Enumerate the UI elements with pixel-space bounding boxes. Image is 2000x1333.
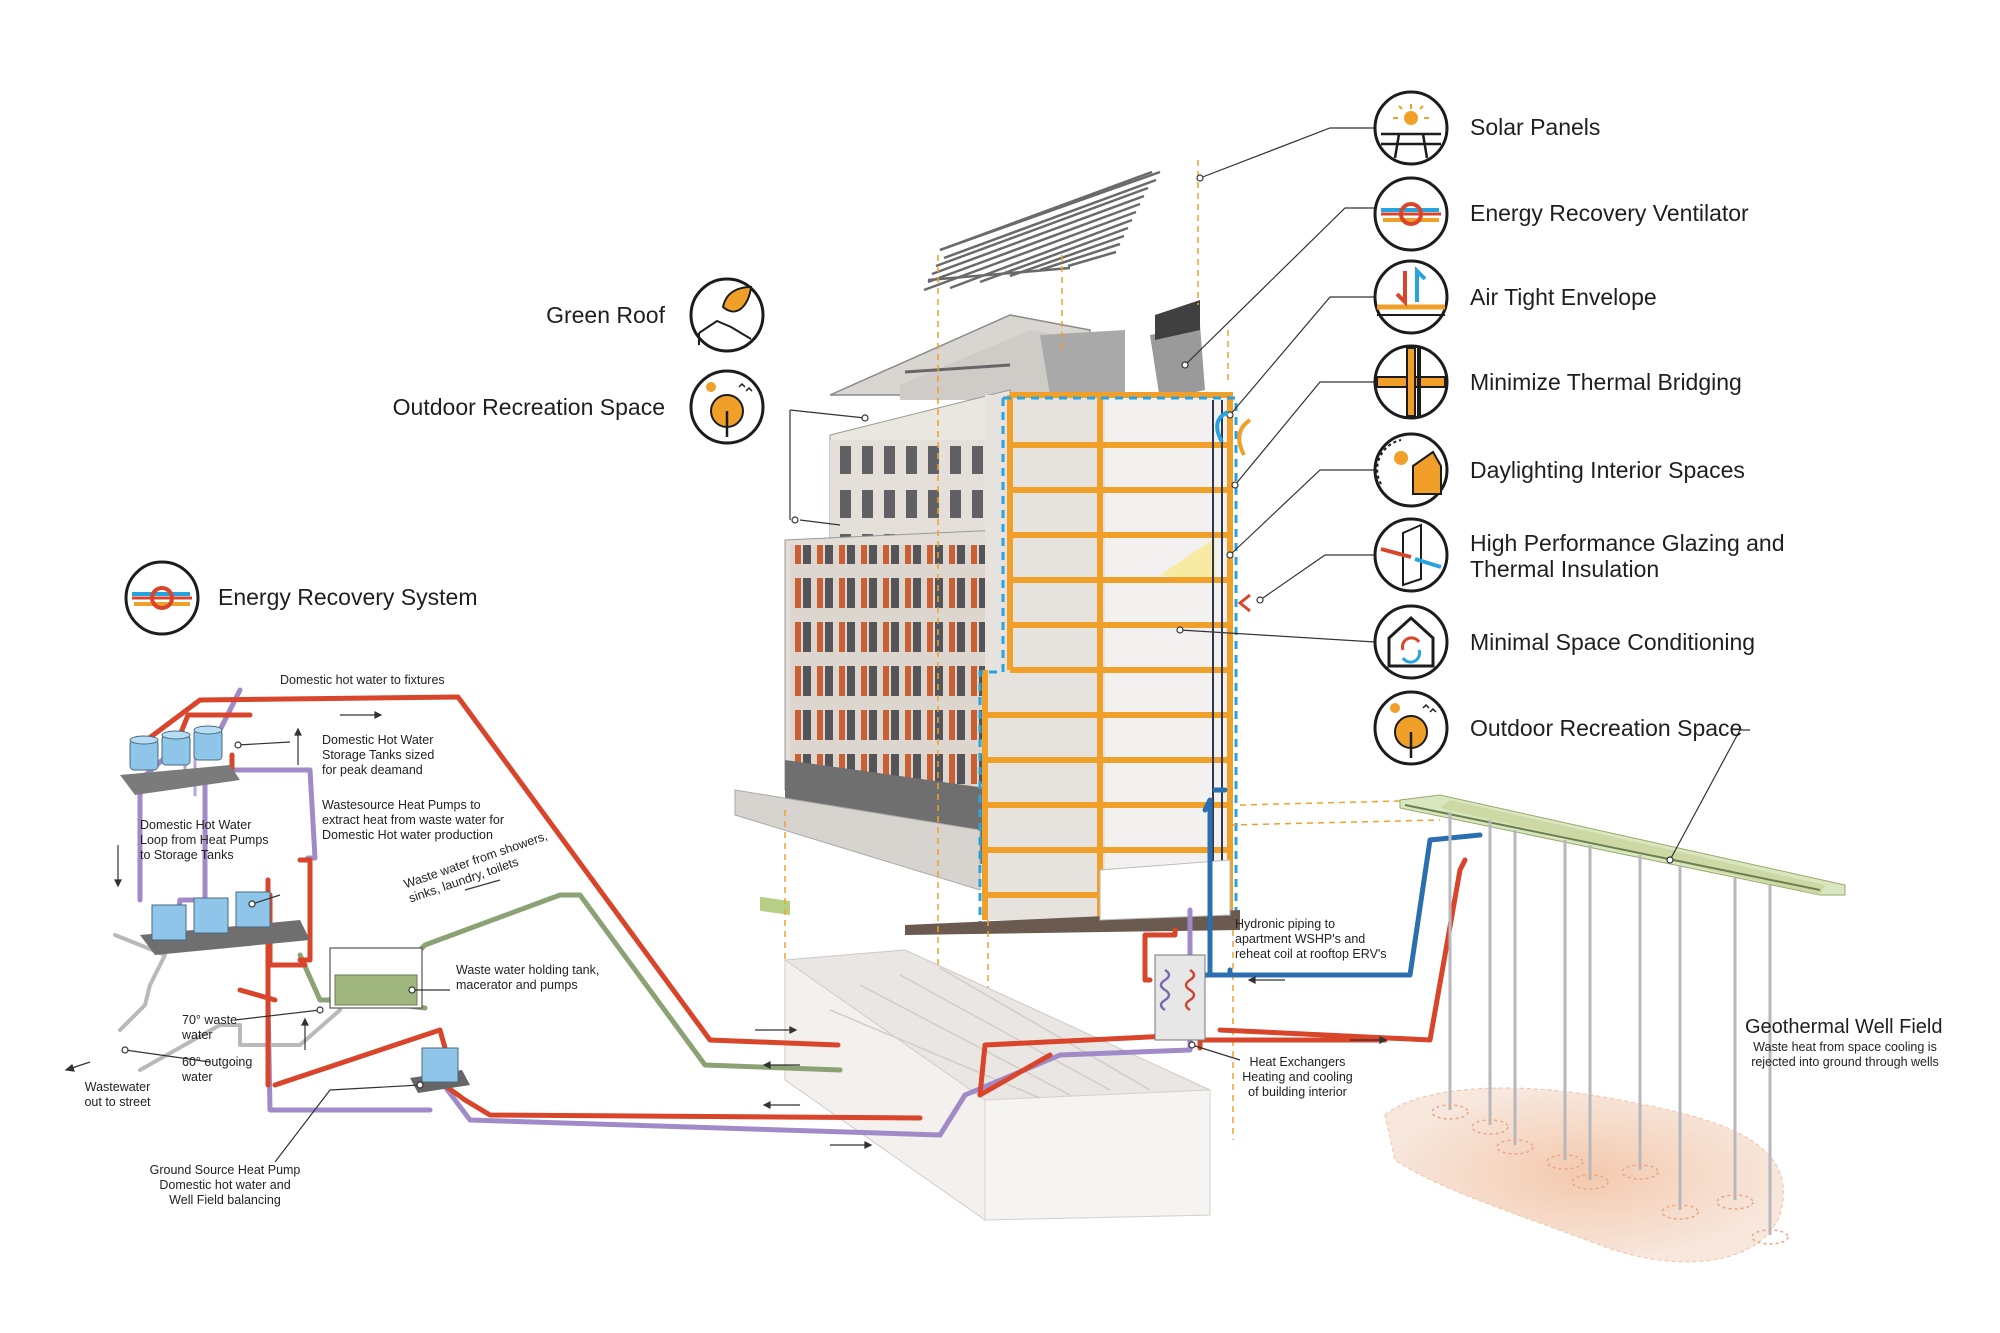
leader-lines <box>124 127 1750 1163</box>
holding-tank <box>329 947 423 1009</box>
solar-panel-icon <box>1373 90 1449 166</box>
air-tight-envelope-icon <box>1373 259 1449 335</box>
geothermal-well-field <box>1384 794 1846 1263</box>
legend-icons-left <box>124 277 765 636</box>
label-solar-panels: Solar Panels <box>1470 114 1601 140</box>
label-outdoor-recreation-right: Outdoor Recreation Space <box>1470 715 1743 741</box>
energy-recovery-ventilator-icon <box>1373 176 1449 252</box>
label-glazing-line1: High Performance Glazing and <box>1470 530 1785 556</box>
solar-canopy <box>923 170 1161 292</box>
label-glazing-line2: Thermal Insulation <box>1470 556 1660 582</box>
storage-tanks <box>120 725 240 795</box>
legend-icons-right <box>1373 90 1449 766</box>
building-cutaway <box>734 160 1441 1210</box>
label-green-roof: Green Roof <box>546 302 665 328</box>
thermal-bridging-icon <box>1373 344 1449 420</box>
note-hot-to-fixtures: Domestic hot water to fixtures <box>280 673 445 687</box>
outdoor-tree-icon <box>689 369 765 445</box>
daylighting-icon <box>1373 432 1449 508</box>
flow-arrows <box>64 711 1388 1149</box>
ground-source-heat-pump <box>410 1047 470 1093</box>
label-outdoor-recreation-left: Outdoor Recreation Space <box>392 394 665 420</box>
air-tight-envelope-line <box>978 396 1238 922</box>
basement <box>783 949 1211 1221</box>
piping-network <box>113 687 1483 1138</box>
label-geothermal-well-field: Geothermal Well Field <box>1745 1016 1943 1038</box>
energy-recovery-system-icon <box>124 560 200 636</box>
glazing-icon <box>1373 517 1449 593</box>
label-erv: Energy Recovery Ventilator <box>1470 200 1749 226</box>
label-daylighting: Daylighting Interior Spaces <box>1470 457 1745 483</box>
outdoor-tree-icon <box>1373 690 1449 766</box>
space-conditioning-icon <box>1373 604 1449 680</box>
note-holding-tank: Waste water holding tank,macerator and p… <box>456 963 600 992</box>
label-space-conditioning: Minimal Space Conditioning <box>1470 629 1756 655</box>
green-roof-leaf-icon <box>689 277 765 353</box>
label-thermal-bridging: Minimize Thermal Bridging <box>1470 369 1742 395</box>
heat-exchangers <box>1154 954 1206 1041</box>
floor-slabs <box>982 392 1233 920</box>
label-air-tight-envelope: Air Tight Envelope <box>1470 284 1657 310</box>
wastesource-heat-pumps <box>140 891 310 955</box>
label-energy-recovery-system: Energy Recovery System <box>218 584 478 610</box>
